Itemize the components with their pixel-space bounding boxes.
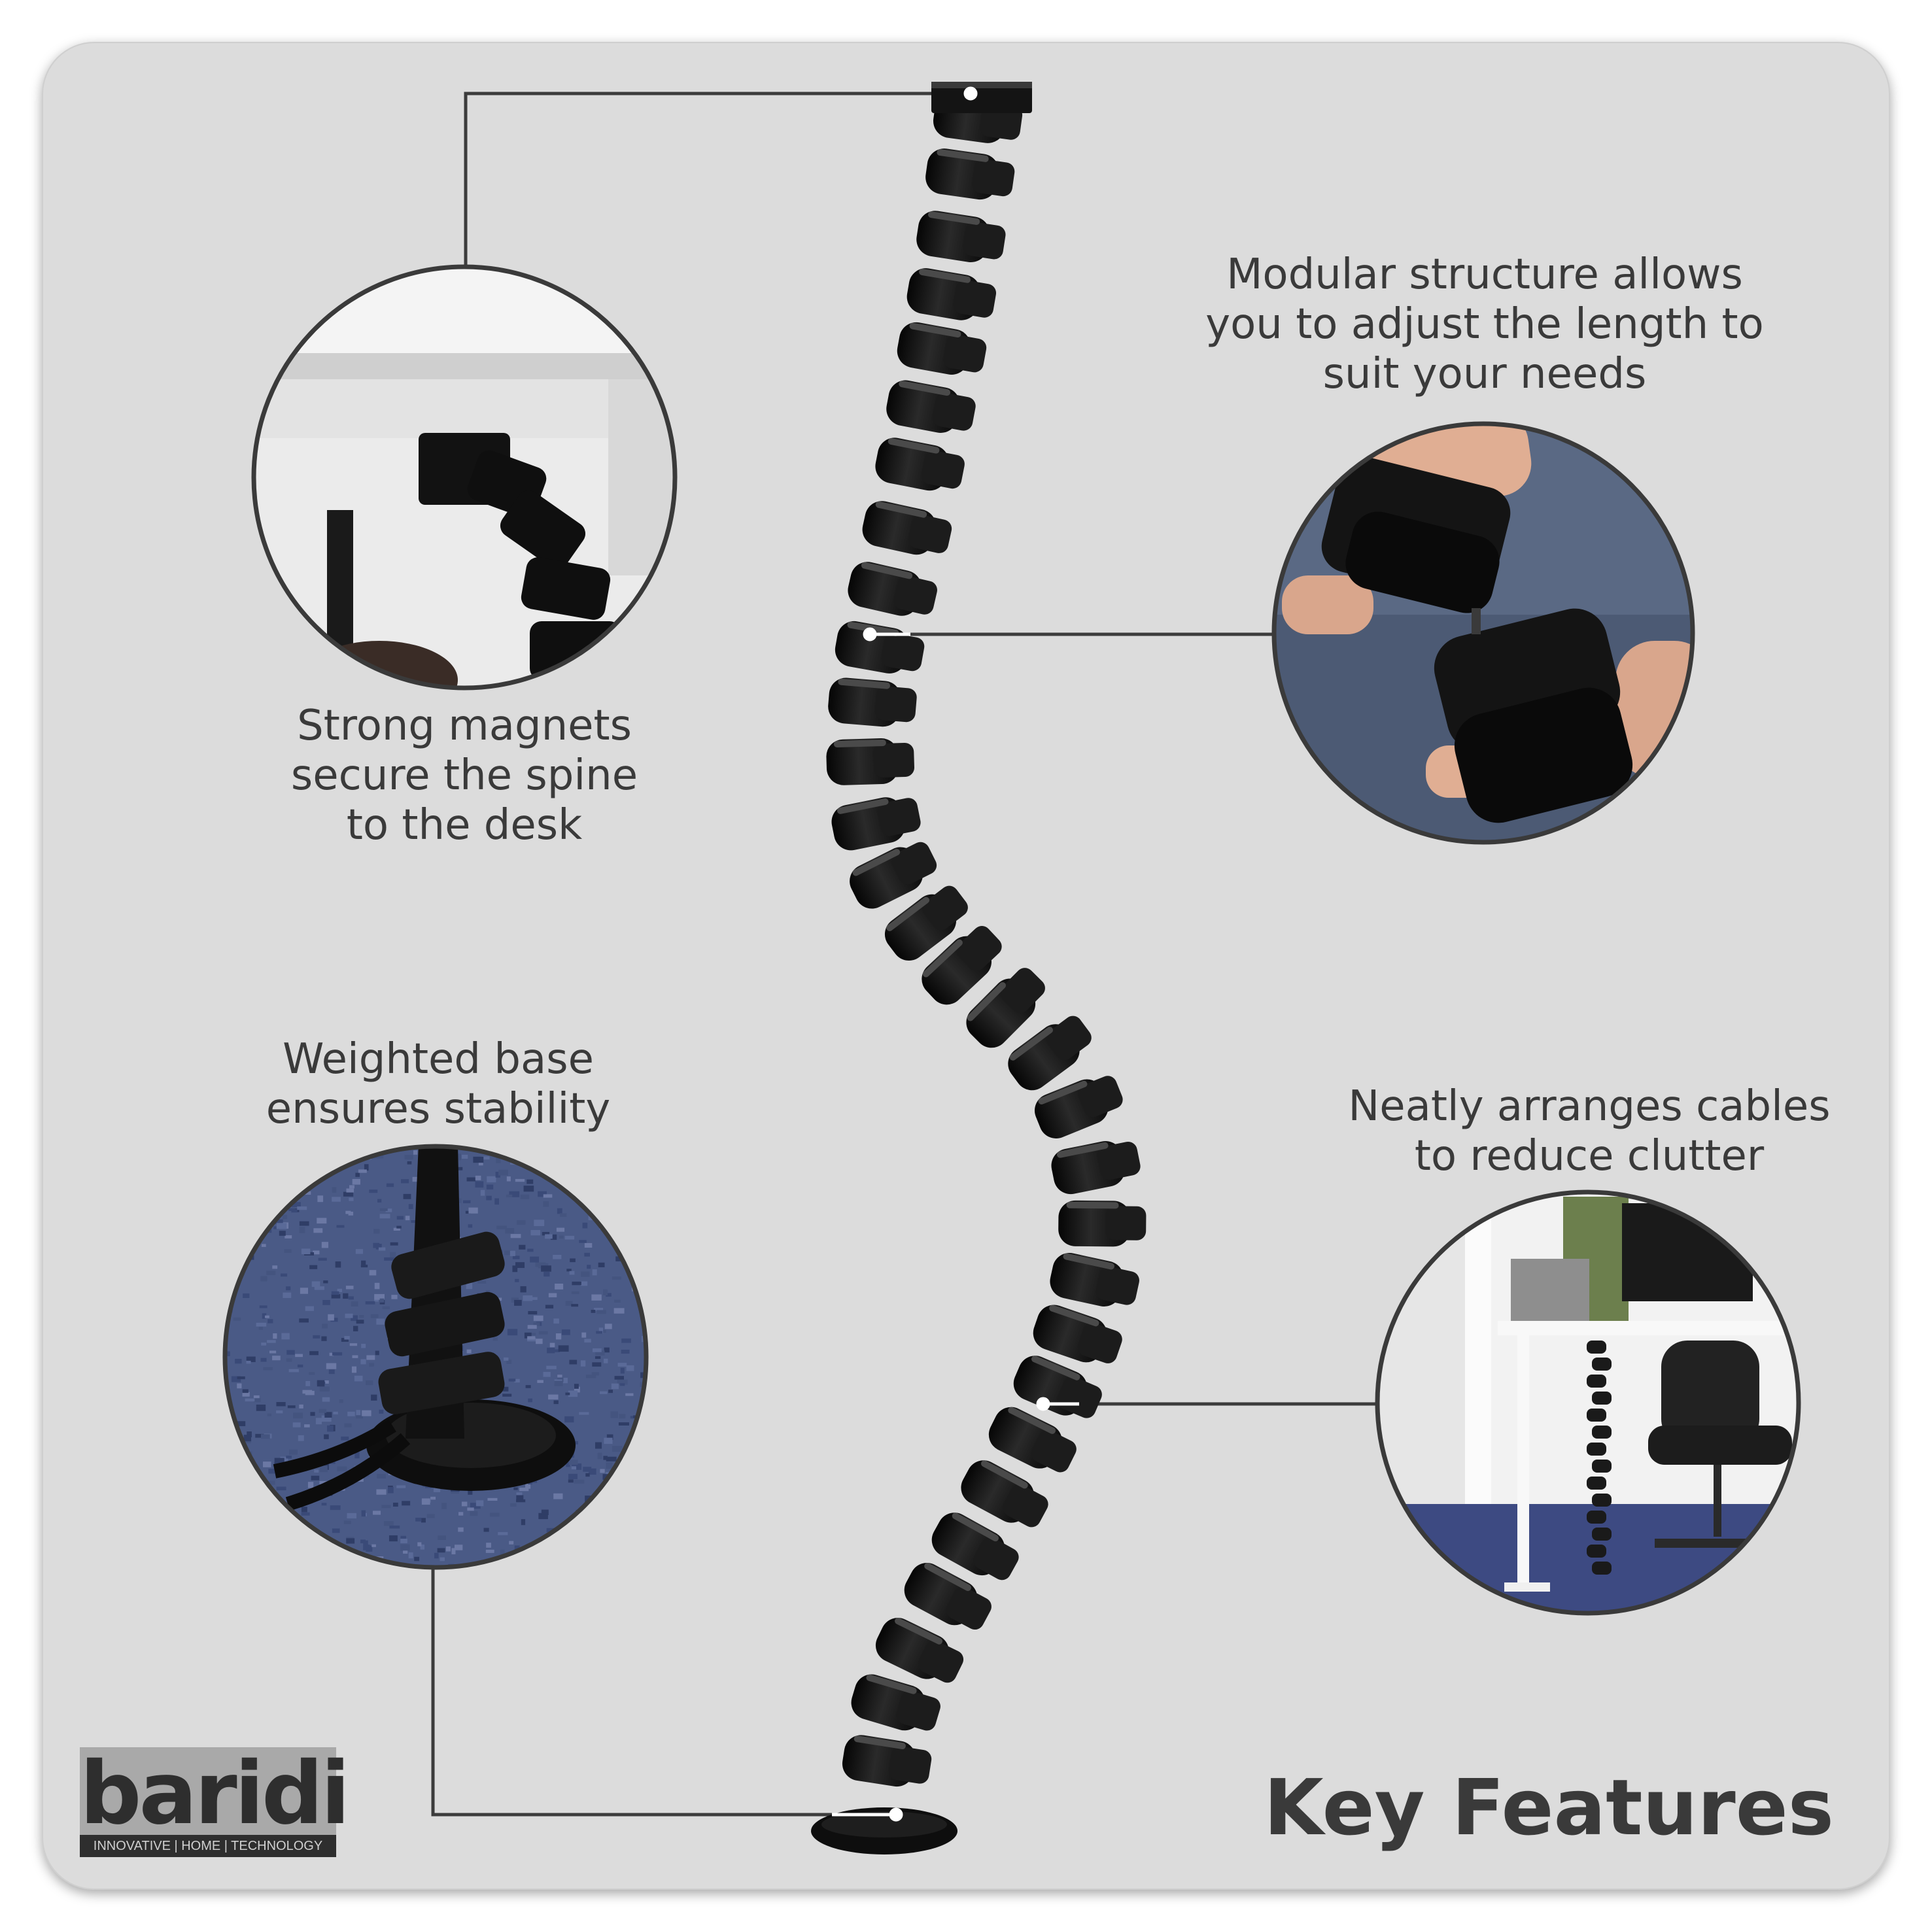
spine-segment — [848, 562, 937, 616]
caption-line: suit your needs — [1322, 350, 1647, 398]
spine-segment — [897, 322, 987, 375]
spine-segment — [925, 148, 1015, 200]
photo-magnets — [251, 264, 678, 691]
page-title: Key Features — [1264, 1762, 1834, 1853]
caption-line: ensures stability — [266, 1085, 611, 1133]
dot-lower — [1036, 1397, 1050, 1411]
caption-line: to the desk — [346, 801, 583, 849]
dot-top — [963, 86, 978, 101]
mini-spine-segment — [1592, 1528, 1612, 1541]
mini-spine-segment — [1587, 1511, 1606, 1524]
mini-spine-segment — [1592, 1562, 1612, 1575]
spine-segment — [966, 968, 1045, 1048]
caption-cables: Neatly arranges cables to reduce clutter — [1315, 1082, 1864, 1181]
spine-segment — [828, 677, 917, 727]
photo-base — [222, 1144, 649, 1570]
caption-line: you to adjust the length to — [1205, 300, 1764, 349]
photo-office — [1375, 1189, 1801, 1616]
mini-spine — [1587, 1341, 1612, 1575]
spine-segment — [961, 1460, 1048, 1528]
spine-segment — [1013, 1356, 1102, 1418]
spine-segment — [862, 501, 952, 555]
mini-spine-segment — [1592, 1426, 1612, 1439]
spine-segment — [842, 1735, 932, 1787]
caption-line: Neatly arranges cables — [1348, 1082, 1831, 1131]
mini-spine-segment — [1587, 1341, 1606, 1354]
spine-segment — [831, 797, 921, 851]
dot-middle — [863, 627, 877, 641]
caption-line: Modular structure allows — [1226, 250, 1743, 299]
brand-tagline: INNOVATIVE | HOME | TECHNOLOGY — [80, 1835, 336, 1857]
brand-name: baridi — [80, 1743, 351, 1844]
connector-magnets — [464, 92, 942, 267]
spine-segment — [826, 738, 914, 785]
spine-segment — [1050, 1252, 1139, 1307]
spine-segment — [851, 1674, 940, 1731]
connector-lines — [431, 92, 1377, 1817]
caption-base: Weighted base ensures stability — [242, 1034, 634, 1134]
spine-segment — [875, 437, 965, 491]
brand-logo: baridi INNOVATIVE | HOME | TECHNOLOGY — [80, 1743, 351, 1857]
spine-segment — [1051, 1141, 1141, 1195]
spine-segment — [1058, 1200, 1147, 1247]
mini-spine-segment — [1587, 1443, 1606, 1456]
mini-spine-segment — [1587, 1409, 1606, 1422]
spine-segment — [884, 885, 968, 961]
mini-spine-segment — [1592, 1460, 1612, 1473]
mini-spine-segment — [1587, 1545, 1606, 1558]
connector-base — [431, 1567, 896, 1817]
caption-line: secure the spine — [290, 751, 638, 800]
mini-spine-segment — [1587, 1477, 1606, 1490]
caption-line: to reduce clutter — [1414, 1132, 1765, 1180]
mini-spine-segment — [1592, 1392, 1612, 1405]
spine-segment — [850, 842, 937, 909]
magnet-top — [931, 82, 1032, 113]
photo-modular — [1271, 421, 1695, 845]
dot-base — [889, 1807, 903, 1822]
spine-segment — [931, 1512, 1019, 1581]
caption-line: Strong magnets — [297, 702, 632, 750]
spine-segment — [904, 1563, 992, 1630]
spine-segment — [1008, 1016, 1092, 1091]
spine-segment — [922, 926, 1002, 1005]
spine-segment — [1033, 1305, 1122, 1363]
spine-segment — [1035, 1076, 1123, 1138]
spine-segment — [886, 380, 976, 433]
caption-line: Weighted base — [283, 1035, 594, 1084]
spine-segment — [916, 211, 1006, 262]
mini-spine-segment — [1587, 1375, 1606, 1388]
spine-segment — [988, 1407, 1077, 1473]
caption-magnets: Strong magnets secure the spine to the d… — [262, 701, 667, 850]
spine-segment — [875, 1618, 964, 1683]
spine-segment — [906, 268, 997, 320]
mini-spine-segment — [1592, 1494, 1612, 1507]
caption-modular: Modular structure allows you to adjust t… — [1171, 250, 1799, 399]
spine-segment — [835, 621, 925, 674]
mini-spine-segment — [1592, 1358, 1612, 1371]
cable-spine — [826, 92, 1147, 1787]
